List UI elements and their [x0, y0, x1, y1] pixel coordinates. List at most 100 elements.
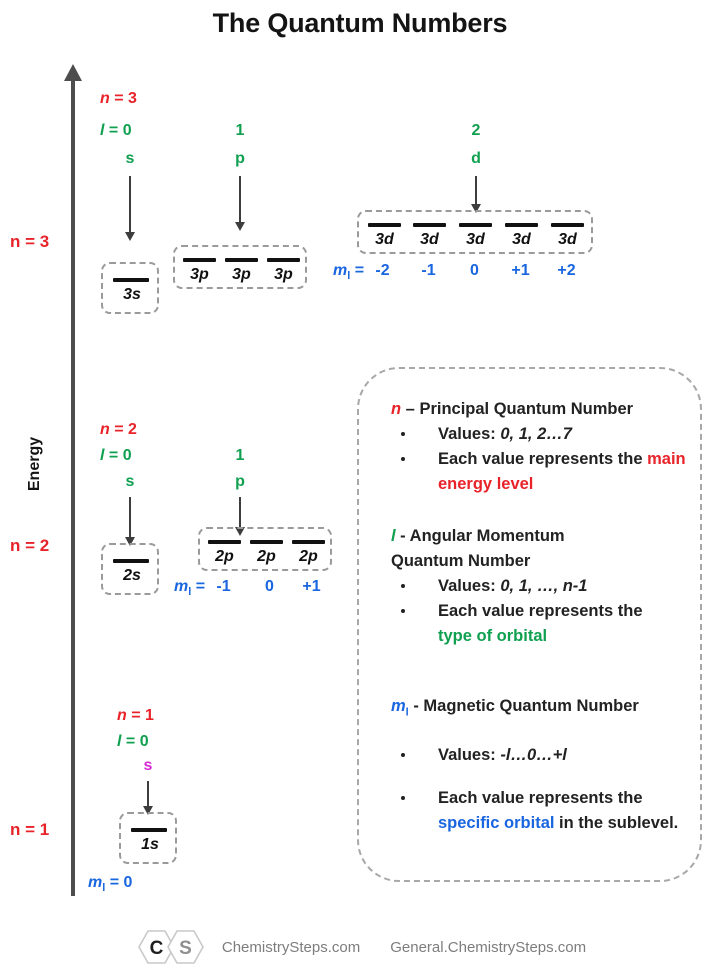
n2-p-orbital-label: 2p	[257, 548, 276, 565]
hexagon-logo-icon: C S	[137, 930, 204, 964]
n2-n-label: n = 2	[100, 421, 137, 438]
legend-l-bullet1-prefix: Values:	[438, 577, 501, 595]
n3-d-orbital-label: 3d	[420, 231, 439, 248]
axis-level-n2: n = 2	[10, 536, 50, 555]
n1-s-arrow-head	[143, 806, 153, 815]
bullet-dot-icon	[401, 753, 405, 758]
n3-d-orbital-label: 3d	[466, 231, 485, 248]
legend-l-bullet-2: Each value represents the type of orbita…	[391, 599, 686, 649]
page-title: The Quantum Numbers	[212, 8, 508, 38]
orbital-line	[292, 540, 325, 544]
n2-l-label: l = 0	[100, 447, 132, 464]
legend-n-bullet2-prefix: Each value represents the	[438, 450, 648, 468]
orbital-line	[113, 278, 149, 282]
orbital-line	[113, 559, 149, 563]
n2-s-orbital-label: 2s	[123, 567, 141, 584]
n3-p-arrow-shaft	[239, 176, 241, 224]
n3-p-orbital-label: 3p	[274, 266, 293, 283]
n3-p-arrow-head	[235, 222, 245, 231]
n1-n-label: n = 1	[117, 707, 154, 724]
legend-ml-bullet1-prefix: Values:	[438, 746, 501, 765]
orbital-line	[267, 258, 300, 262]
orbital-line	[250, 540, 283, 544]
legend-ml-bullet-1: Values: -l…0…+l	[391, 743, 691, 768]
energy-axis-line	[71, 78, 75, 896]
legend-n-bullet-1: Values: 0, 1, 2…7	[391, 422, 686, 447]
n3-d-orbital-label: 3d	[375, 231, 394, 248]
orbital-line	[551, 223, 584, 227]
legend-l-bullet2-prefix: Each value represents the	[438, 602, 643, 620]
energy-axis-label: Energy	[26, 436, 43, 492]
n3-d-sublevel-letter: d	[471, 150, 481, 167]
bullet-dot-icon	[401, 796, 405, 801]
n3-p-sublevel-letter: p	[235, 150, 245, 167]
n3-n-label: n = 3	[100, 90, 137, 107]
n3-s-orbital-label: 3s	[123, 286, 141, 303]
footer-link-general-chemistrysteps[interactable]: General.ChemistrySteps.com	[390, 938, 587, 956]
orbital-line	[505, 223, 538, 227]
legend-n-heading-text: Principal Quantum Number	[419, 400, 634, 418]
n2-ml-value: 0	[265, 578, 274, 595]
legend-ml-heading: ml - Magnetic Quantum Number	[391, 697, 639, 719]
n3-p-orbital-label: 3p	[190, 266, 209, 283]
legend-l-bullet2-highlight: type of orbital	[438, 627, 548, 645]
n1-s-sublevel-letter: s	[143, 757, 153, 774]
axis-level-n1: n = 1	[10, 820, 50, 839]
n3-s-arrow-head	[125, 232, 135, 241]
n3-p-l-value: 1	[235, 122, 245, 139]
legend-n-heading: n – Principal Quantum Number	[391, 400, 634, 418]
n2-s-arrow-shaft	[129, 497, 131, 539]
n2-p-orbital-group: 2p 2p 2p	[198, 527, 332, 571]
n3-ml-value: +2	[557, 262, 576, 279]
quantum-numbers-legend-panel: n – Principal Quantum Number Values: 0, …	[357, 367, 702, 882]
logo-letter-s: S	[179, 938, 192, 959]
legend-block-ml: ml - Magnetic Quantum Number Values: -l……	[391, 694, 691, 836]
bullet-dot-icon	[401, 609, 405, 613]
n1-s-orbital-label: 1s	[141, 836, 159, 853]
legend-n-symbol: n	[391, 400, 402, 418]
n1-l-label: l = 0	[117, 733, 149, 750]
n3-ml-value: -2	[375, 262, 390, 279]
legend-ml-bullet2-suffix: in the sublevel.	[554, 814, 679, 833]
chemistry-steps-logo: C S	[134, 928, 208, 966]
orbital-line	[208, 540, 241, 544]
legend-ml-bullet2-prefix: Each value represents the	[438, 789, 643, 808]
n1-s-orbital-group: 1s	[119, 812, 177, 864]
n2-p-l-value: 1	[235, 447, 245, 464]
orbital-line	[131, 828, 167, 832]
n3-ml-value: +1	[511, 262, 530, 279]
n3-p-orbital-group: 3p 3p 3p	[173, 245, 307, 289]
energy-axis-arrowhead	[64, 64, 82, 81]
orbital-line	[225, 258, 258, 262]
legend-block-n: n – Principal Quantum Number Values: 0, …	[391, 397, 686, 497]
orbital-line	[183, 258, 216, 262]
n3-d-arrow-shaft	[475, 176, 477, 206]
orbital-line	[459, 223, 492, 227]
n2-s-sublevel-letter: s	[125, 473, 135, 490]
n1-s-arrow-shaft	[147, 781, 149, 808]
legend-n-bullet1-prefix: Values:	[438, 425, 501, 443]
legend-ml-heading-text: Magnetic Quantum Number	[423, 697, 639, 715]
legend-n-bullet-2: Each value represents the main energy le…	[391, 447, 686, 497]
footer: C S ChemistrySteps.com General.Chemistry…	[0, 928, 720, 966]
legend-ml-bullet2-highlight: specific orbital	[438, 814, 555, 833]
footer-link-chemistrysteps[interactable]: ChemistrySteps.com	[221, 938, 361, 956]
n2-p-sublevel-letter: p	[235, 473, 245, 490]
legend-l-symbol: l	[391, 527, 396, 545]
n2-s-arrow-head	[125, 537, 135, 546]
n1-ml-label: ml = 0	[88, 874, 133, 895]
n2-ml-value: -1	[216, 578, 231, 595]
n2-p-arrow-head	[235, 527, 245, 536]
n3-d-orbital-label: 3d	[512, 231, 531, 248]
axis-level-n3: n = 3	[10, 232, 50, 251]
orbital-line	[413, 223, 446, 227]
n2-p-arrow-shaft	[239, 497, 241, 529]
n2-p-orbital-label: 2p	[299, 548, 318, 565]
legend-l-bullet1-values: 0, 1, …, n-1	[500, 577, 588, 595]
n3-d-l-value: 2	[471, 122, 481, 139]
n3-d-orbital-group: 3d 3d 3d 3d 3d	[357, 210, 593, 254]
orbital-line	[368, 223, 401, 227]
legend-l-heading-line2: Quantum Number	[391, 552, 531, 570]
legend-ml-bullet-2: Each value represents the specific orbit…	[391, 786, 691, 836]
